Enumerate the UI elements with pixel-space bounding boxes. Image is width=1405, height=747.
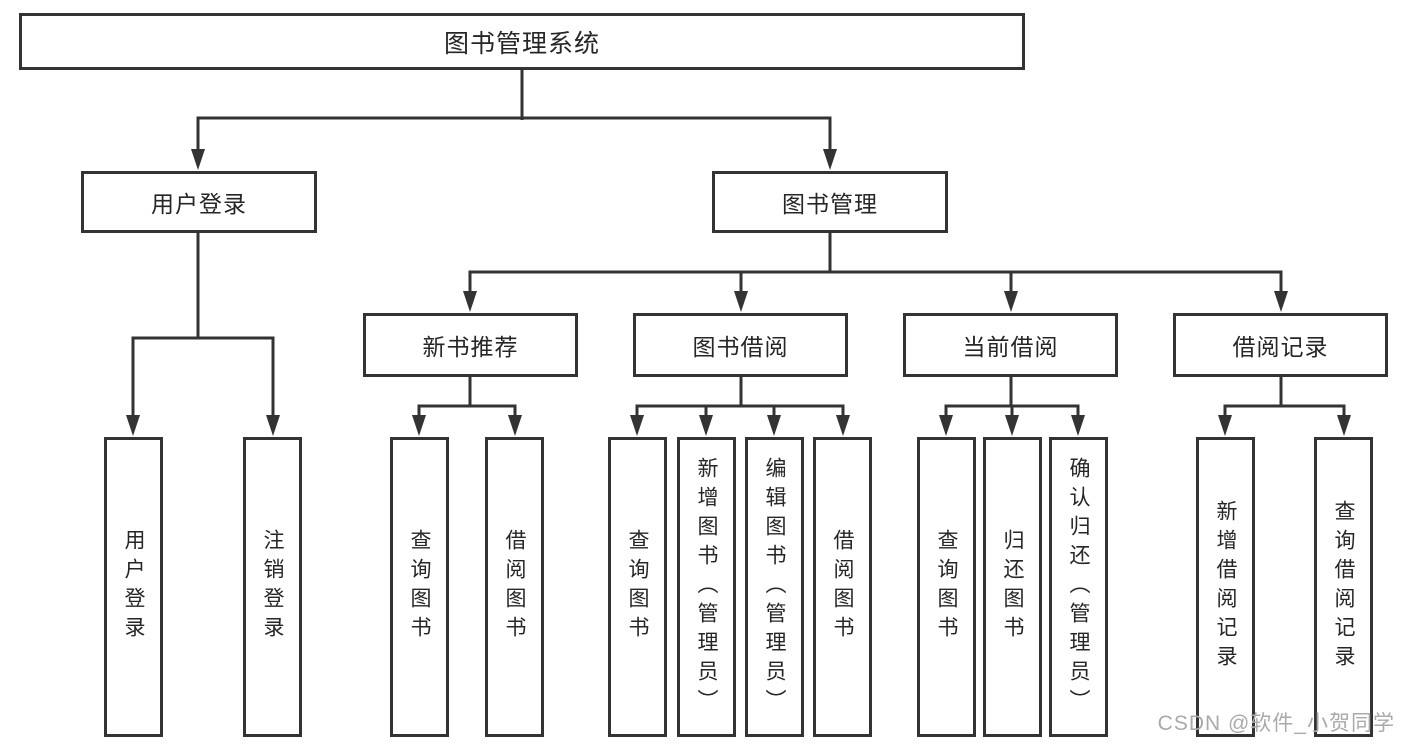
node-user-login: 用户登录: [81, 171, 317, 233]
leaf-borrowing-query-books-label: 查询图书: [626, 529, 649, 645]
connector-user-login-split: [126, 233, 280, 436]
node-library-system: 图书管理系统: [19, 13, 1025, 70]
node-book-management: 图书管理: [712, 171, 948, 233]
leaf-borrowing-query-books: 查询图书: [608, 437, 667, 737]
csdn-watermark: CSDN @软件_小贺同学: [1157, 712, 1395, 735]
leaf-newbook-borrow-books: 借阅图书: [485, 437, 544, 737]
node-new-book-recommendation-label: 新书推荐: [422, 334, 519, 360]
node-new-book-recommendation: 新书推荐: [363, 313, 578, 377]
leaf-borrowing-borrow-books-label: 借阅图书: [831, 529, 854, 645]
leaf-newbook-query-books: 查询图书: [390, 437, 449, 737]
leaf-current-return-books-label: 归还图书: [1001, 529, 1024, 645]
connector-book-borrowing-split: [630, 377, 850, 436]
leaf-current-confirm-return-admin: 确认归还（管理员）: [1049, 437, 1108, 737]
leaf-user-login-label: 用户登录: [122, 529, 145, 645]
node-current-borrowing: 当前借阅: [903, 313, 1118, 377]
leaf-records-add-record: 新增借阅记录: [1196, 437, 1255, 737]
connector-current-borrowing-split: [939, 377, 1085, 436]
leaf-logout-label: 注销登录: [261, 529, 284, 645]
connector-borrowing-records-split: [1218, 377, 1351, 436]
leaf-borrowing-borrow-books: 借阅图书: [813, 437, 872, 737]
node-user-login-label: 用户登录: [151, 191, 247, 217]
node-book-borrowing-label: 图书借阅: [692, 334, 789, 360]
node-book-borrowing: 图书借阅: [633, 313, 848, 377]
node-borrowing-records-label: 借阅记录: [1232, 334, 1329, 360]
leaf-records-query-record-label: 查询借阅记录: [1332, 500, 1355, 674]
leaf-user-login: 用户登录: [104, 437, 163, 737]
node-current-borrowing-label: 当前借阅: [962, 334, 1059, 360]
leaf-records-add-record-label: 新增借阅记录: [1214, 500, 1237, 674]
leaf-current-query-books: 查询图书: [917, 437, 976, 737]
connector-new-book-split: [412, 377, 522, 436]
leaf-current-confirm-return-admin-label: 确认归还（管理员）: [1067, 456, 1090, 718]
node-library-system-label: 图书管理系统: [443, 29, 600, 58]
node-borrowing-records: 借阅记录: [1173, 313, 1388, 377]
leaf-current-query-books-label: 查询图书: [935, 529, 958, 645]
leaf-records-query-record: 查询借阅记录: [1314, 437, 1373, 737]
leaf-borrowing-edit-books-admin: 编辑图书（管理员）: [745, 437, 804, 737]
leaf-borrowing-edit-books-admin-label: 编辑图书（管理员）: [763, 456, 786, 718]
leaf-logout: 注销登录: [243, 437, 302, 737]
leaf-borrowing-add-books-admin: 新增图书（管理员）: [677, 437, 736, 737]
leaf-newbook-query-books-label: 查询图书: [408, 529, 431, 645]
leaf-newbook-borrow-books-label: 借阅图书: [503, 529, 526, 645]
leaf-current-return-books: 归还图书: [983, 437, 1042, 737]
connector-root-split: [191, 70, 837, 170]
node-book-management-label: 图书管理: [782, 191, 878, 217]
leaf-borrowing-add-books-admin-label: 新增图书（管理员）: [695, 456, 718, 718]
connector-book-management-split: [463, 233, 1288, 312]
